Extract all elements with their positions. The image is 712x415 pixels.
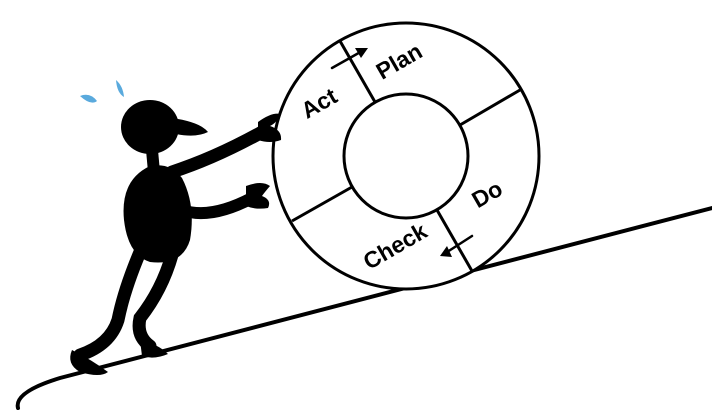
wheel-inner-hub: [344, 94, 468, 218]
figure-lower-hand: [246, 183, 270, 209]
sweat-drops-icon: [80, 80, 124, 103]
figure-back-leg: [80, 252, 140, 355]
figure-upper-arm: [172, 132, 262, 172]
pdca-wheel: Plan Do Check Act: [273, 23, 539, 289]
stick-figure-pushing-wheel: [70, 100, 281, 375]
figure-lower-arm: [182, 198, 252, 213]
figure-front-leg: [139, 255, 172, 346]
figure-head: [121, 100, 179, 154]
figure-cap-brim: [172, 118, 208, 136]
